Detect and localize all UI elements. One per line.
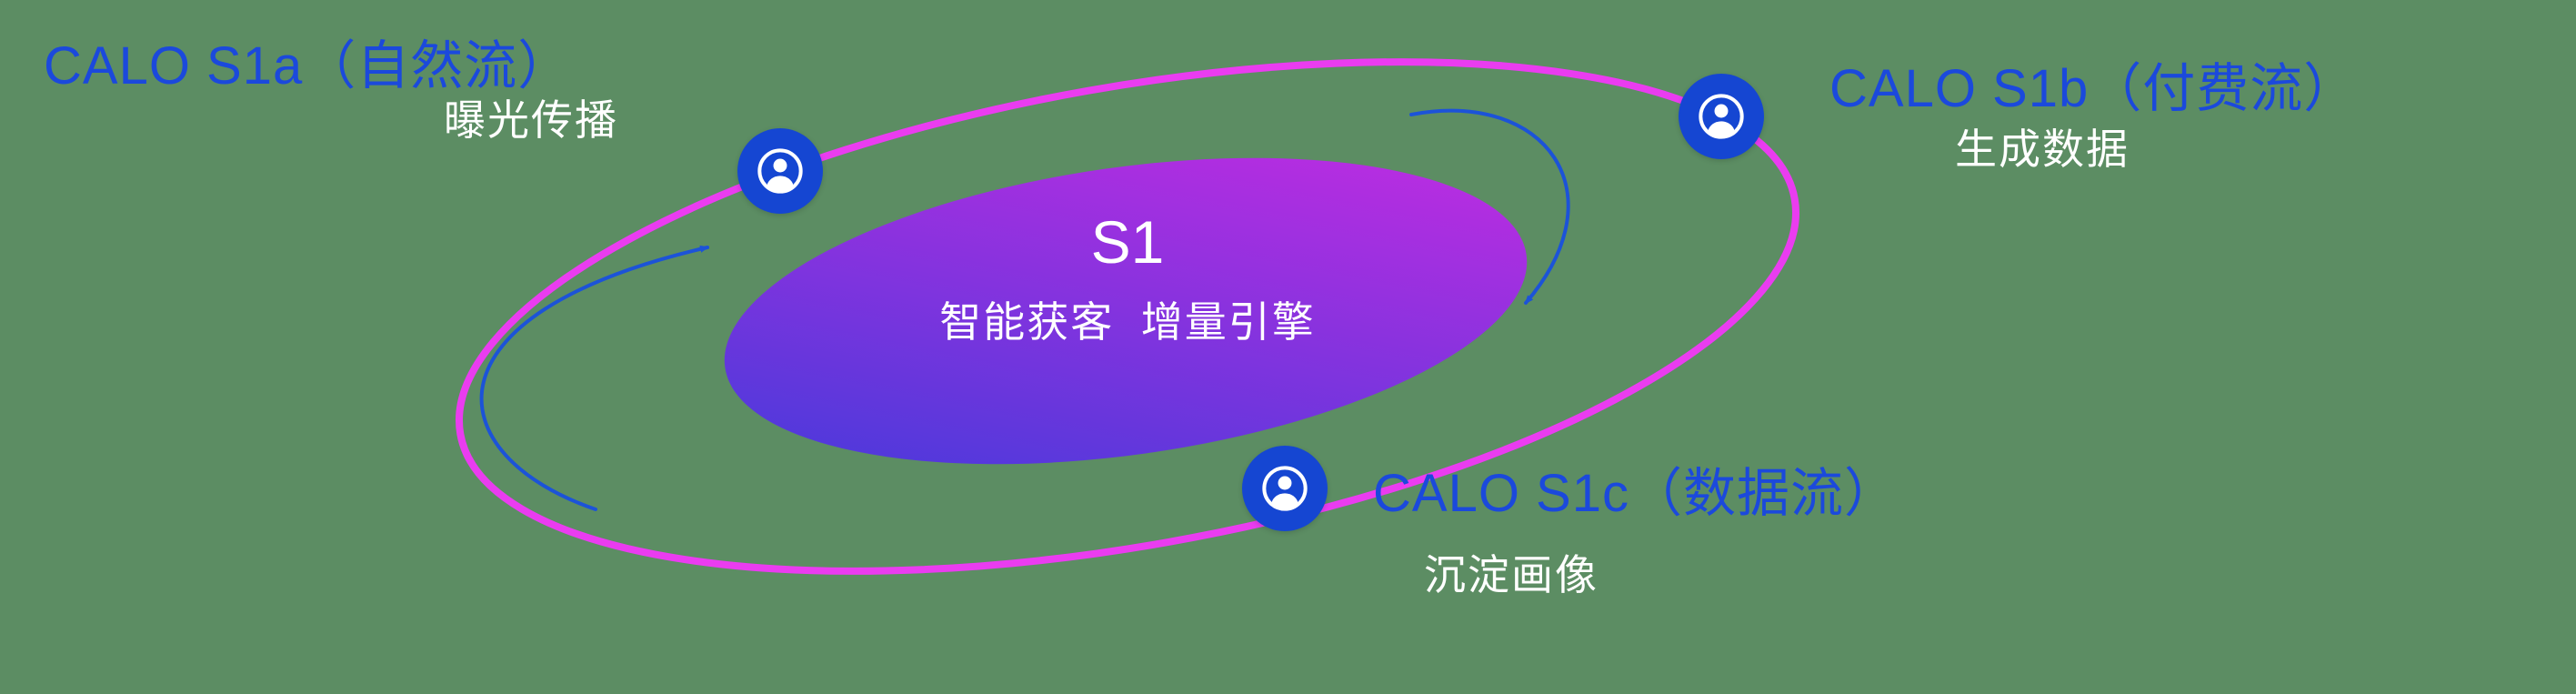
flow-arrow-left: [479, 245, 709, 511]
core-ellipse: [724, 157, 1528, 465]
label-s1b: CALO S1b（付费流）: [1829, 59, 2358, 118]
sublabel-s1c: 沉淀画像: [1424, 551, 1599, 598]
node-s1b: [1679, 74, 1764, 159]
orbit-ellipse: [456, 58, 1799, 575]
core-subtitle: 智能获客 增量引擎: [939, 298, 1316, 346]
sublabel-s1a: 曝光传播: [444, 96, 618, 144]
node-s1c: [1242, 446, 1328, 531]
node-s1a: [737, 128, 823, 214]
user-circle-icon: [1699, 94, 1744, 139]
core-title: S1: [1090, 208, 1165, 276]
label-s1a: CALO S1a（自然流）: [44, 36, 572, 96]
user-circle-icon: [1262, 466, 1308, 511]
user-circle-icon: [757, 148, 803, 194]
sublabel-s1b: 生成数据: [1955, 126, 2130, 173]
label-s1c: CALO S1c（数据流）: [1373, 464, 1898, 523]
flow-arrow-right: [1409, 108, 1570, 305]
